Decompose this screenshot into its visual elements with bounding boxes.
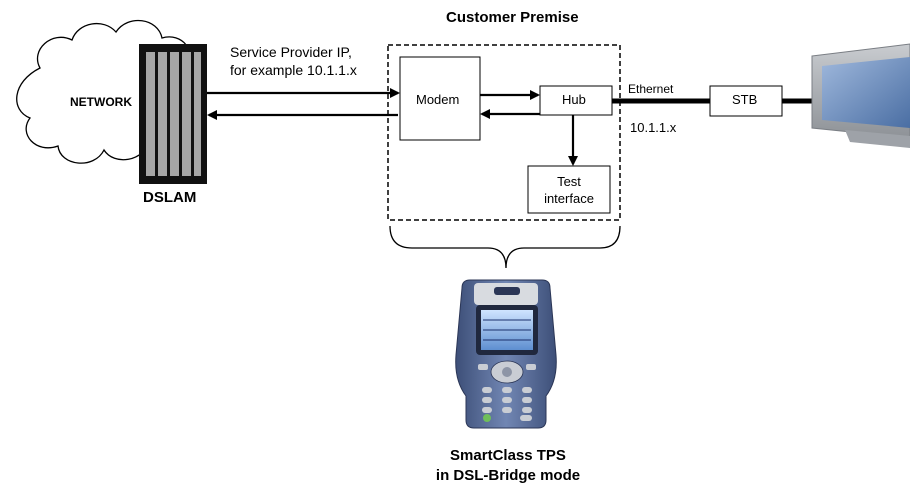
dslam-label: DSLAM — [143, 189, 197, 206]
hub-box — [539, 85, 613, 116]
network-label: NETWORK — [70, 95, 132, 109]
premise-brace — [389, 225, 621, 269]
hub-label: Hub — [562, 92, 586, 107]
ethernet-address: 10.1.1.x — [630, 120, 677, 135]
provider-ip-line2: for example 10.1.1.x — [230, 62, 357, 78]
modem-box — [399, 56, 481, 141]
test-interface-box — [527, 165, 611, 214]
stb-label: STB — [732, 92, 758, 107]
test-interface-label: Test interface — [528, 173, 610, 207]
ethernet-label: Ethernet — [628, 82, 674, 96]
test-interface-line2: interface — [544, 191, 594, 206]
customer-premise-boundary — [387, 44, 621, 221]
dslam-rack-icon — [139, 44, 207, 184]
test-interface-line1: Test — [557, 174, 581, 189]
handheld-tester-icon — [455, 279, 557, 429]
provider-ip-line1: Service Provider IP, — [230, 44, 352, 60]
customer-premise-title: Customer Premise — [446, 9, 579, 26]
tv-monitor-icon — [811, 43, 910, 148]
device-caption-line1: SmartClass TPS — [450, 447, 566, 464]
device-caption: SmartClass TPS in DSL-Bridge mode — [400, 446, 616, 486]
device-caption-line2: in DSL-Bridge mode — [435, 467, 581, 484]
modem-label: Modem — [416, 92, 460, 107]
